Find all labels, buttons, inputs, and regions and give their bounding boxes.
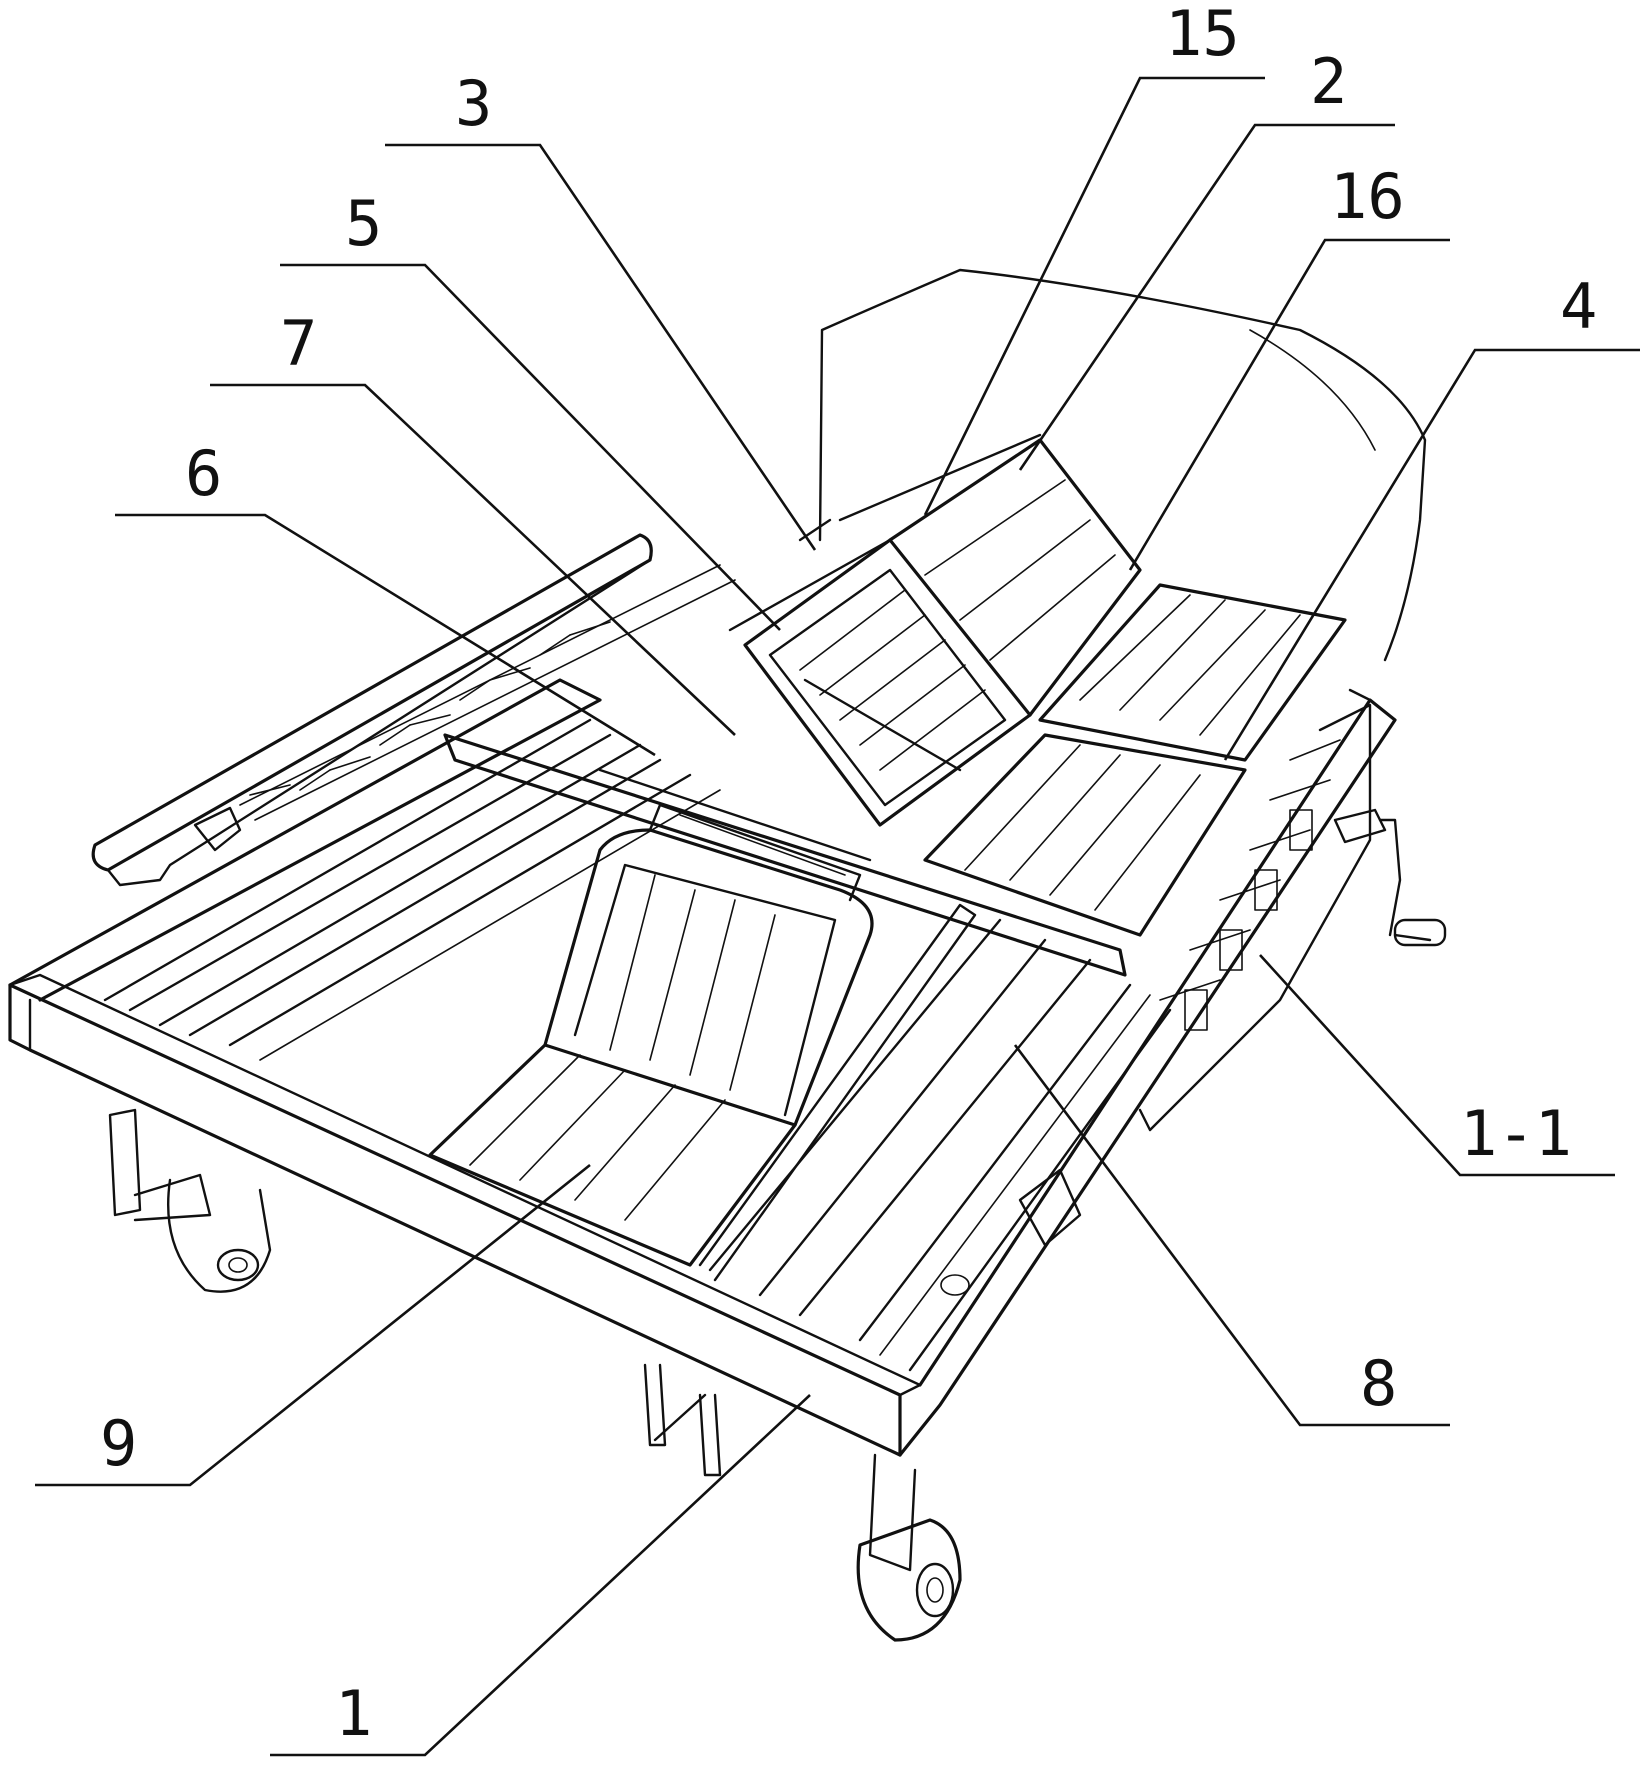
- leader-lines: [35, 76, 1640, 1757]
- leader-2: [1018, 123, 1395, 471]
- label-5: 5: [345, 187, 382, 260]
- leader-4: [1223, 348, 1640, 761]
- leg-section-rails: [708, 918, 1172, 1372]
- label-15: 15: [1165, 0, 1240, 70]
- front-left-castor: [108, 1108, 272, 1293]
- leader-8: [1013, 1044, 1450, 1427]
- leader-16: [1128, 238, 1450, 571]
- label-4: 4: [1560, 270, 1597, 343]
- label-9: 9: [100, 1407, 137, 1480]
- label-2: 2: [1310, 45, 1347, 118]
- left-side-guard-rail: [91, 533, 736, 887]
- side-panel: [1138, 703, 1372, 1132]
- leader-5: [280, 263, 781, 631]
- label-7: 7: [280, 307, 317, 380]
- leader-1: [270, 1394, 811, 1757]
- label-1: 1: [335, 1677, 372, 1750]
- label-6: 6: [185, 437, 222, 510]
- back-rest-frame: [728, 538, 1032, 827]
- label-8: 8: [1360, 1347, 1397, 1420]
- upper-right-panel: [1038, 583, 1347, 762]
- lower-right-panel: [923, 733, 1247, 937]
- leader-9: [35, 1163, 591, 1487]
- reference-labels: 15 2 3 16 5 4 7 6 1-1 8 9 1: [100, 0, 1597, 1750]
- label-1-1: 1-1: [1460, 1097, 1572, 1170]
- middle-cross-beam: [443, 733, 1127, 977]
- label-3: 3: [455, 67, 492, 140]
- leader-15: [923, 76, 1265, 516]
- rear-right-leg: [1018, 1168, 1082, 1247]
- leader-1-1: [1259, 954, 1615, 1177]
- leader-6: [115, 513, 656, 757]
- leader-7: [210, 383, 736, 736]
- headboard: [818, 268, 1427, 662]
- leader-3: [385, 143, 817, 551]
- hand-crank: [1333, 808, 1447, 947]
- base-frame: [8, 678, 1397, 1457]
- label-16: 16: [1330, 160, 1405, 233]
- front-right-castor: [856, 1453, 962, 1642]
- lower-seat-panel: [428, 903, 977, 1282]
- lift-chair-back: [543, 803, 874, 1127]
- front-handle-bracket: [643, 1363, 722, 1477]
